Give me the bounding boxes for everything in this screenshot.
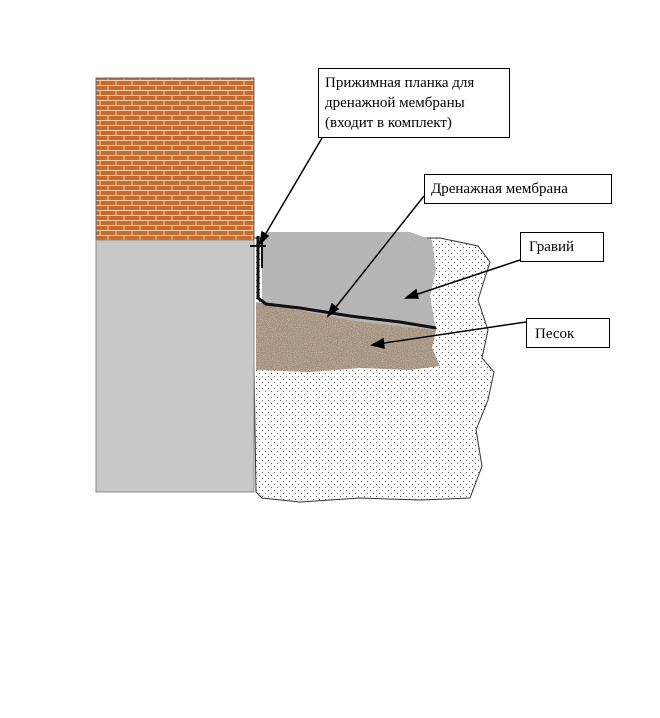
membrane-leader	[331, 195, 425, 313]
clamp-callout: Прижимная планка для дренажной мембраны …	[318, 68, 510, 138]
brick-wall	[95, 77, 255, 241]
gravel-arrowhead	[403, 288, 419, 299]
sand-arrowhead	[369, 337, 385, 349]
gravel-callout-text: Гравий	[529, 239, 575, 255]
clamp-callout-line-2: дренажной мембраны	[325, 95, 465, 111]
clamp-callout-line-3: (входит в комплект)	[325, 115, 452, 131]
clamp-callout-line-1: Прижимная планка для	[325, 75, 475, 91]
clamp-arrowhead	[258, 230, 270, 247]
leader-lines	[258, 137, 527, 349]
gravel-callout: Гравий	[520, 232, 604, 262]
gravel-leader	[411, 259, 521, 297]
sand-callout: Песок	[526, 318, 610, 348]
membrane-callout-text: Дренажная мембрана	[431, 181, 568, 197]
clamp-leader	[261, 137, 323, 241]
sand-layer	[256, 302, 440, 372]
clamp-strip	[250, 240, 266, 268]
membrane-arrowhead	[326, 302, 340, 318]
drainage-membrane	[256, 236, 437, 330]
foundation-block	[95, 239, 255, 493]
gravel-layer	[262, 232, 436, 330]
membrane-callout: Дренажная мембрана	[424, 174, 612, 204]
sand-callout-text: Песок	[535, 326, 575, 342]
sand-leader	[377, 321, 527, 345]
